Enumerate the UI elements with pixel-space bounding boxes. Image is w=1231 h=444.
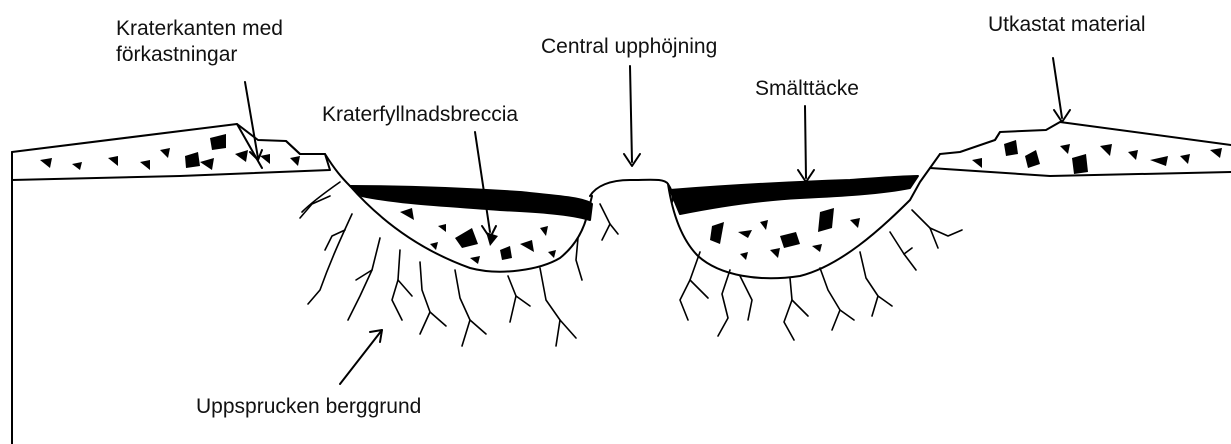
label-crater-rim-faults: Kraterkanten med förkastningar	[116, 16, 336, 68]
label-ejecta: Utkastat material	[988, 12, 1146, 38]
left-rim-fault	[237, 124, 262, 168]
right-ejecta-layer	[940, 122, 1231, 154]
label-central-uplift: Central upphöjning	[541, 34, 717, 60]
arrow-bedrock	[340, 330, 382, 384]
arrow-melt	[805, 106, 806, 178]
arrow-breccia	[475, 132, 490, 232]
right-rim-fault	[995, 132, 1000, 140]
arrow-rim	[245, 82, 258, 158]
label-melt-sheet: Smälttäcke	[755, 76, 859, 102]
right-melt-sheet	[670, 176, 918, 214]
central-uplift	[590, 180, 673, 202]
left-melt-sheet	[350, 186, 592, 220]
bedrock-fractures	[300, 182, 962, 346]
right-crater-wall	[668, 154, 940, 278]
label-fractured-bedrock: Uppsprucken berggrund	[196, 394, 421, 420]
left-ejecta-layer	[12, 124, 330, 180]
arrow-uplift	[630, 66, 632, 162]
label-crater-fill-breccia: Kraterfyllnadsbreccia	[322, 102, 518, 128]
arrow-ejecta	[1053, 58, 1062, 118]
left-rim-fault	[286, 141, 300, 154]
